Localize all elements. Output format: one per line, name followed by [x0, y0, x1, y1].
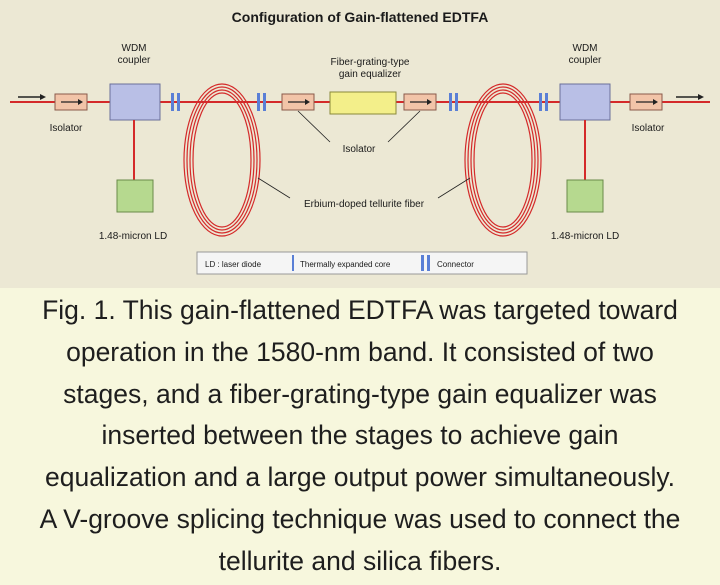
- connector-icon: [257, 93, 266, 111]
- fiber-label: Erbium-doped tellurite fiber: [304, 199, 425, 210]
- caption-line: tellurite and silica fibers.: [218, 545, 502, 576]
- wdm-left-label-1: WDM: [122, 43, 147, 54]
- legend-splice-text: Thermally expanded core: [300, 260, 391, 269]
- wdm-right-label-1: WDM: [573, 43, 598, 54]
- caption-line: operation in the 1580-nm band. It consis…: [66, 336, 654, 367]
- legend-ld-text: LD : laser diode: [205, 260, 262, 269]
- caption-line: inserted between the stages to achieve g…: [101, 420, 619, 451]
- gain-equalizer: [329, 91, 397, 115]
- isolator-center-label: Isolator: [343, 144, 376, 155]
- isolator-arrow-icon: [305, 99, 310, 105]
- isolator-right-label: Isolator: [632, 123, 665, 134]
- isolator-leader-line: [297, 110, 331, 143]
- isolator-right: [629, 93, 663, 111]
- connector-legend-icon: [427, 255, 430, 271]
- diagram-panel: Configuration of Gain-flattened EDTFA Is…: [0, 0, 720, 288]
- wdm-coupler-right: [559, 83, 611, 121]
- fiber-leader-line: [257, 177, 291, 199]
- fiber-leader-line: [437, 177, 471, 199]
- legend: LD : laser diode Thermally expanded core…: [196, 251, 528, 275]
- isolator-center-2: [403, 93, 437, 111]
- legend-connector-text: Connector: [437, 260, 474, 269]
- isolator-arrow-icon: [653, 99, 658, 105]
- isolator-left-label: Isolator: [50, 123, 83, 134]
- caption-line: stages, and a fiber-grating-type gain eq…: [63, 378, 657, 409]
- isolator-center-1: [281, 93, 315, 111]
- laser-diode-left: [116, 179, 154, 213]
- connector-legend-icon: [421, 255, 424, 271]
- wdm-right-label-2: coupler: [569, 55, 602, 66]
- connector-icon: [539, 93, 548, 111]
- isolator-left: [54, 93, 88, 111]
- ld-right-label: 1.48-micron LD: [551, 231, 619, 242]
- isolator-leader-line: [387, 110, 421, 143]
- edtfa-diagram: Configuration of Gain-flattened EDTFA Is…: [10, 9, 710, 275]
- legend-box: [196, 251, 528, 275]
- splice-icon: [292, 255, 294, 271]
- wdm-coupler-left: [109, 83, 161, 121]
- fiber-coil-left: [183, 83, 261, 237]
- ld-left-label: 1.48-micron LD: [99, 231, 167, 242]
- output-arrow-icon: [676, 94, 704, 100]
- caption-line: equalization and a large output power si…: [44, 462, 676, 493]
- caption-line: Fig. 1. This gain-flattened EDTFA was ta…: [42, 295, 678, 325]
- equalizer-label-2: gain equalizer: [339, 69, 402, 80]
- caption-line: A V-groove splicing technique was used t…: [39, 503, 681, 534]
- fiber-coil-right: [464, 83, 542, 237]
- laser-diode-right: [566, 179, 604, 213]
- figure-caption: Fig. 1. This gain-flattened EDTFA was ta…: [0, 290, 720, 583]
- isolator-arrow-icon: [78, 99, 83, 105]
- equalizer-label-1: Fiber-grating-type: [331, 57, 410, 68]
- connector-icon: [449, 93, 458, 111]
- isolator-arrow-icon: [427, 99, 432, 105]
- diagram-title: Configuration of Gain-flattened EDTFA: [232, 9, 489, 25]
- input-arrow-icon: [18, 94, 46, 100]
- wdm-left-label-2: coupler: [118, 55, 151, 66]
- connector-icon: [171, 93, 180, 111]
